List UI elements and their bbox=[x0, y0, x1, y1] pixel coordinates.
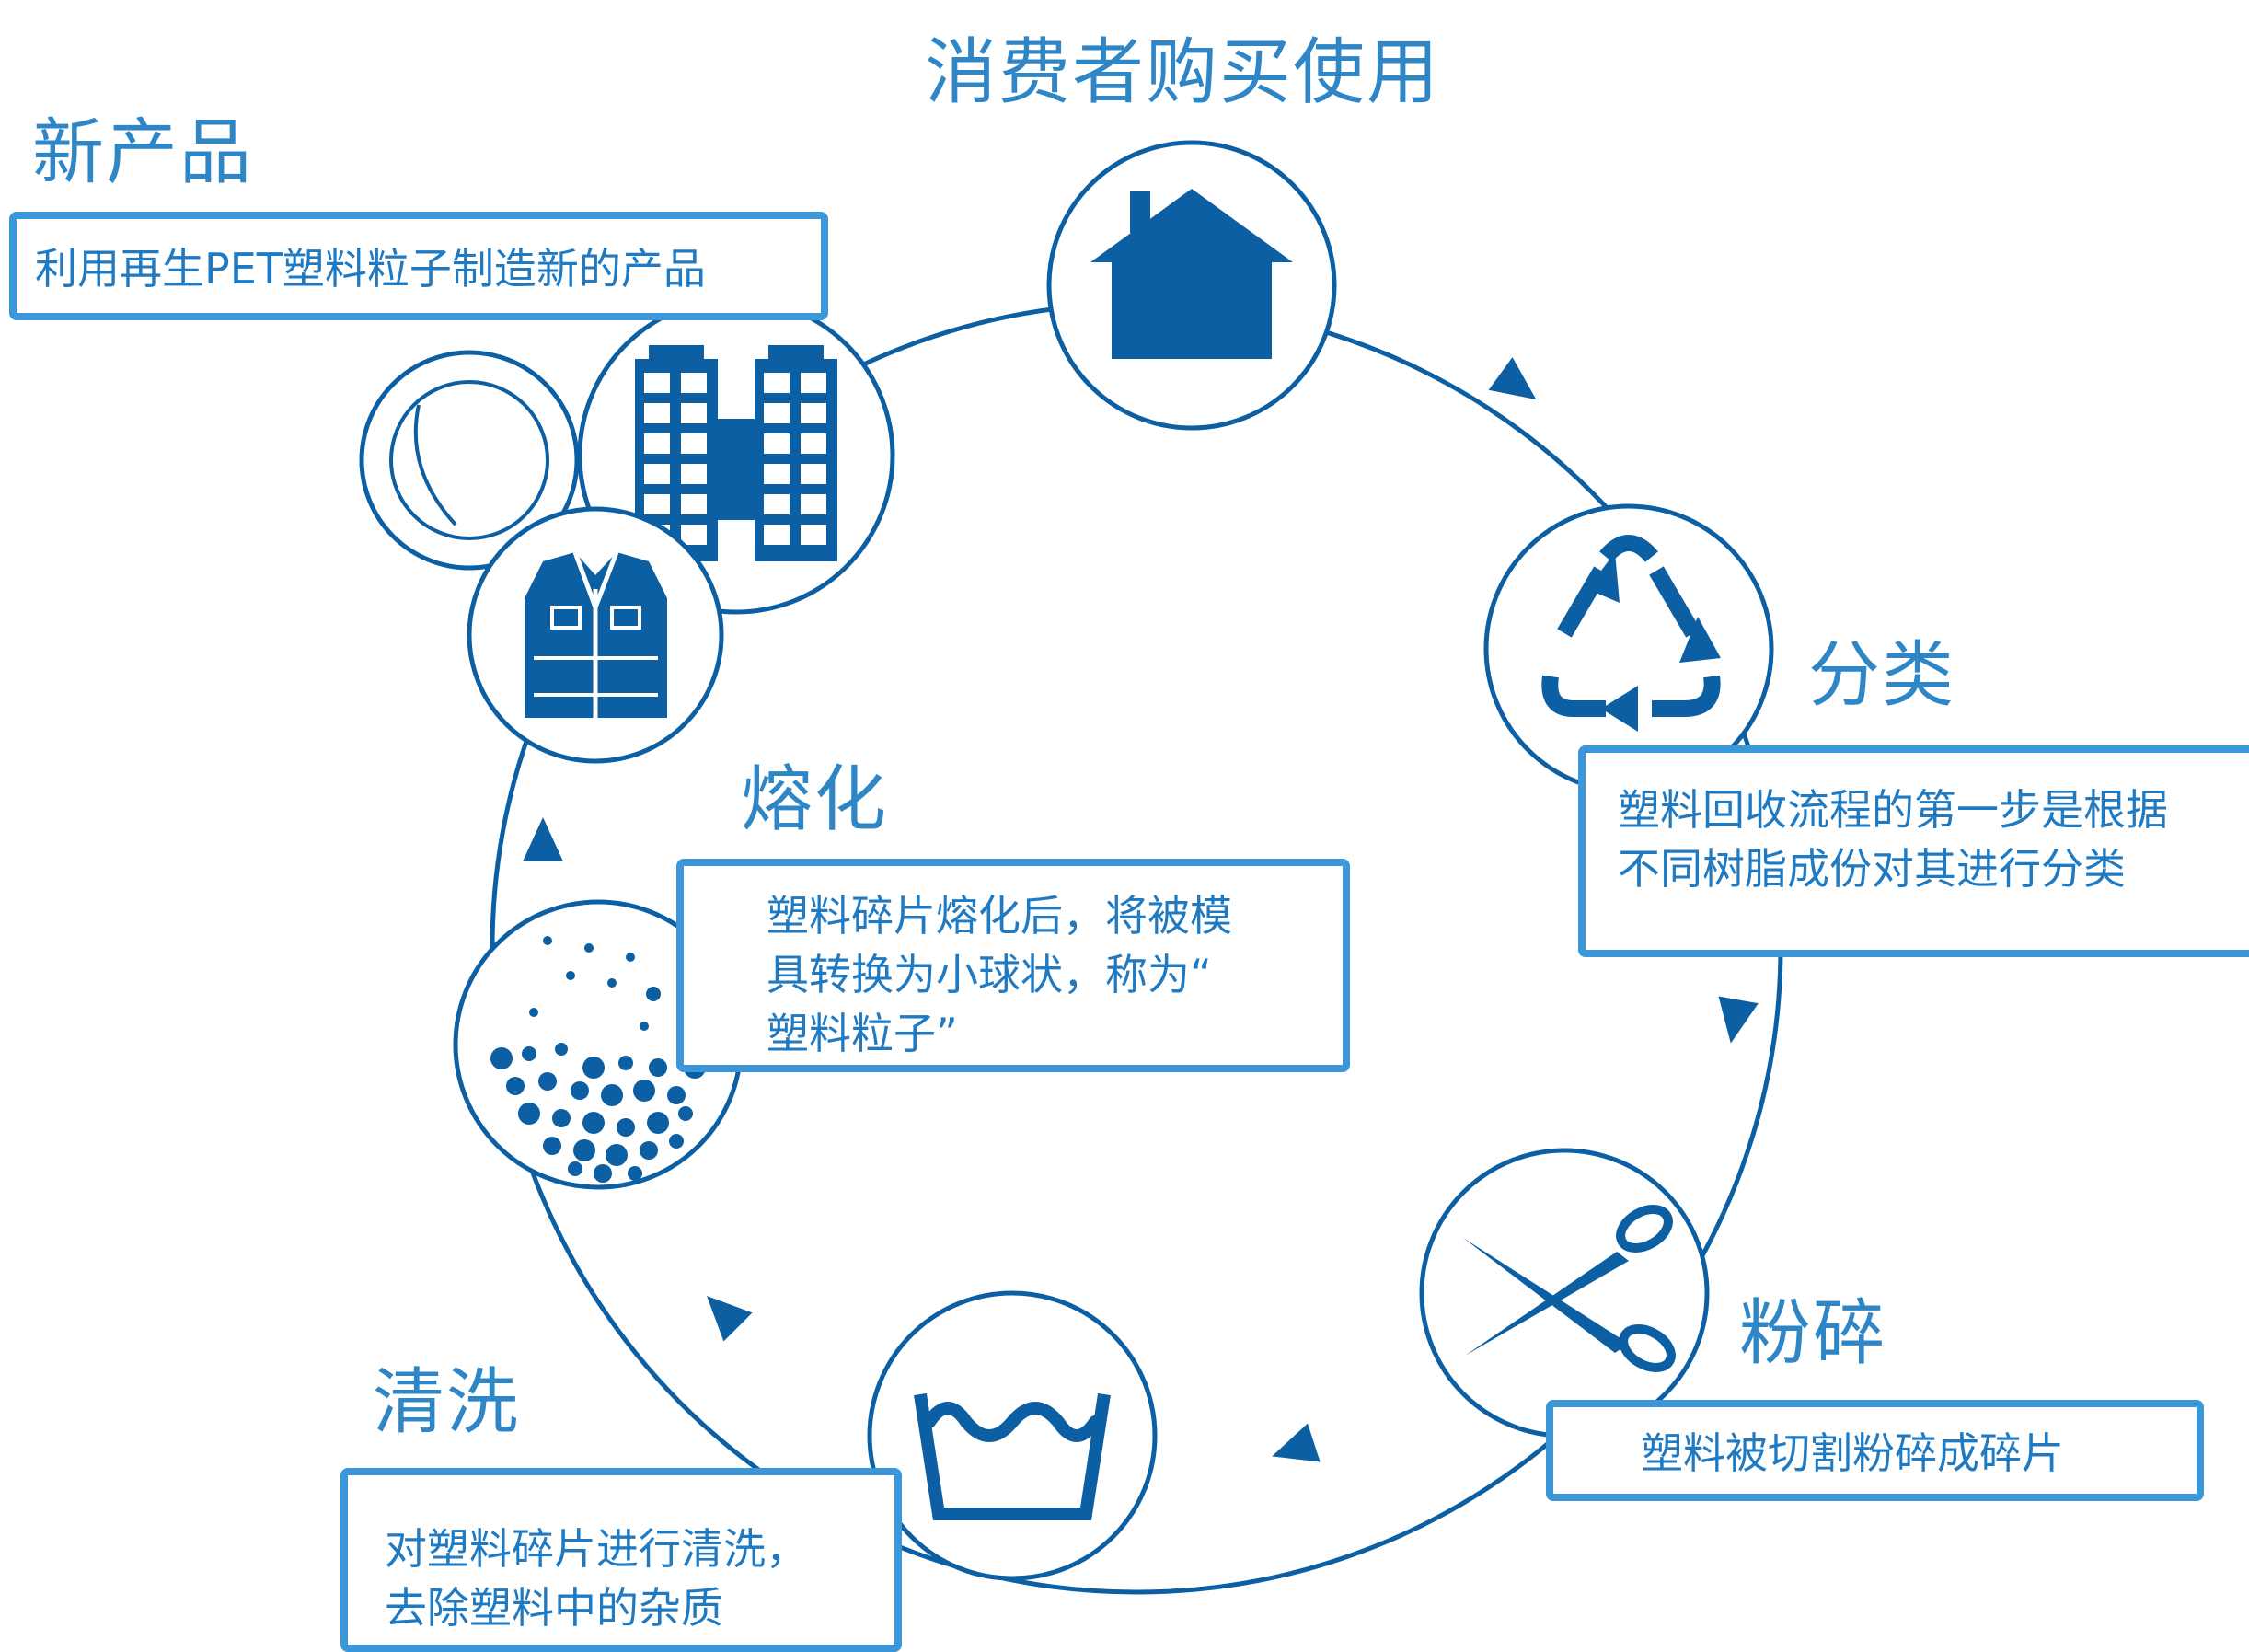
desc-line: 不同树脂成份对其进行分类 bbox=[1618, 844, 2126, 894]
flow-arrow bbox=[523, 817, 563, 861]
recycle-icon bbox=[1483, 503, 1774, 794]
desc-line: 塑料回收流程的第一步是根据 bbox=[1618, 785, 2168, 835]
stage-title-wash: 清洗 bbox=[373, 1361, 521, 1444]
scissors-icon bbox=[1419, 1148, 1710, 1438]
stage-title-melt: 熔化 bbox=[741, 758, 889, 841]
flow-arrow bbox=[692, 1281, 753, 1342]
stage-title-crush: 粉碎 bbox=[1739, 1292, 1887, 1375]
wash-basin-icon bbox=[867, 1290, 1158, 1581]
stage-desc-melt: 塑料碎片熔化后，将被模 具转换为小球状，称为“ 塑料粒子” bbox=[676, 859, 1350, 1072]
flow-arrow bbox=[1265, 1423, 1321, 1476]
desc-line: 塑料粒子” bbox=[767, 1009, 958, 1058]
vest-icon bbox=[467, 506, 724, 764]
stage-title-sort: 分类 bbox=[1808, 634, 1956, 717]
flow-arrow bbox=[1488, 357, 1549, 416]
stage-title-consume: 消费者购买使用 bbox=[925, 31, 1441, 114]
desc-line: 塑料被切割粉碎成碎片 bbox=[1641, 1428, 2064, 1478]
stage-desc-crush: 塑料被切割粉碎成碎片 bbox=[1546, 1400, 2204, 1501]
stage-desc-product: 利用再生PET塑料粒子制造新的产品 bbox=[9, 212, 828, 320]
tennis-ball-icon bbox=[359, 350, 580, 571]
flow-arrow bbox=[1711, 996, 1759, 1047]
house-icon bbox=[1046, 140, 1337, 431]
stage-desc-sort: 塑料回收流程的第一步是根据 不同树脂成份对其进行分类 bbox=[1578, 745, 2249, 957]
desc-line: 对塑料碎片进行清洗， bbox=[385, 1524, 808, 1574]
desc-line: 具转换为小球状，称为“ bbox=[767, 950, 1212, 999]
stage-desc-wash: 对塑料碎片进行清洗， 去除塑料中的杂质 bbox=[340, 1468, 902, 1652]
desc-line: 去除塑料中的杂质 bbox=[385, 1583, 723, 1633]
pellets-icon bbox=[453, 899, 744, 1190]
desc-line: 塑料碎片熔化后，将被模 bbox=[767, 891, 1232, 941]
desc-line: 利用再生PET塑料粒子制造新的产品 bbox=[35, 244, 706, 294]
stage-title-product: 新产品 bbox=[32, 111, 254, 194]
